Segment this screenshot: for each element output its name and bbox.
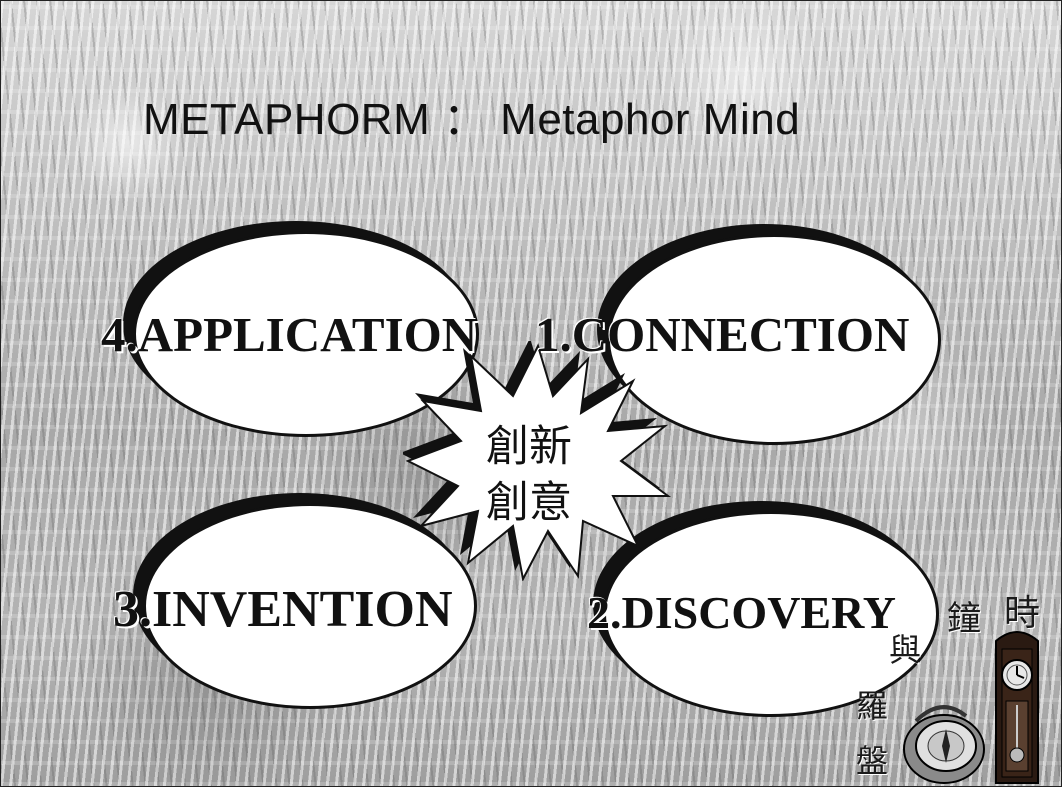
label-invention: 3.INVENTION <box>113 580 453 639</box>
corner-char-pan: 盤 <box>856 736 888 782</box>
corner-char-luo: 羅 <box>856 681 888 727</box>
center-line-2: 創意 <box>469 475 589 531</box>
corner-char-shi: 時 <box>1004 584 1040 636</box>
label-discovery: 2.DISCOVERY <box>587 586 896 639</box>
corner-char-yu: 與 <box>889 625 921 671</box>
label-connection: 1.CONNECTION <box>535 306 909 363</box>
compass-icon <box>896 691 996 787</box>
slide-title: METAPHORM ： Metaphor Mind <box>143 83 800 147</box>
center-text: 創新 創意 <box>469 419 589 531</box>
label-application: 4.APPLICATION <box>101 306 477 363</box>
center-line-1: 創新 <box>469 419 589 475</box>
corner-char-zhong: 鐘 <box>947 591 981 640</box>
